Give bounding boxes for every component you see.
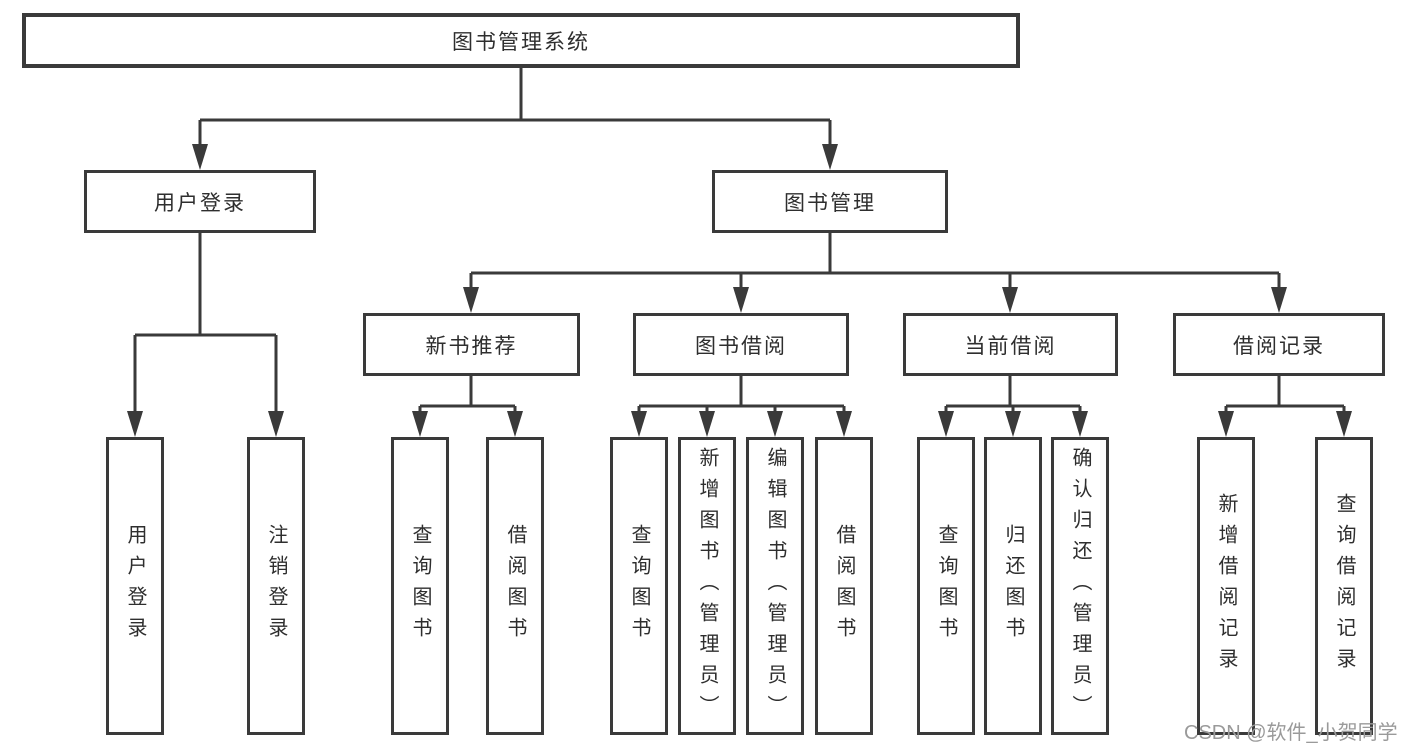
- arrowheads: [127, 144, 1352, 437]
- csdn-watermark: CSDN @软件_小贺同学: [1184, 722, 1398, 744]
- connector-paths: [133, 68, 1346, 419]
- node-user-login: 用户登录: [84, 170, 316, 233]
- leaf-edit-books-admin: 编辑图书（管理员）: [746, 437, 804, 735]
- leaf-borrow-books-recommend: 借阅图书: [486, 437, 544, 735]
- leaf-borrow-books: 借阅图书: [815, 437, 873, 735]
- node-library-management-system: 图书管理系统: [22, 13, 1020, 68]
- leaf-add-books-admin: 新增图书（管理员）: [678, 437, 736, 735]
- node-borrowing-records: 借阅记录: [1173, 313, 1385, 376]
- leaf-query-books-borrow: 查询图书: [610, 437, 668, 735]
- node-new-book-recommendation: 新书推荐: [363, 313, 580, 376]
- leaf-query-books-current: 查询图书: [917, 437, 975, 735]
- leaf-logout: 注销登录: [247, 437, 305, 735]
- node-current-borrowing: 当前借阅: [903, 313, 1118, 376]
- leaf-query-borrow-record: 查询借阅记录: [1315, 437, 1373, 735]
- leaf-user-login: 用户登录: [106, 437, 164, 735]
- leaf-return-books: 归还图书: [984, 437, 1042, 735]
- leaf-add-borrow-record: 新增借阅记录: [1197, 437, 1255, 735]
- node-book-borrowing: 图书借阅: [633, 313, 849, 376]
- leaf-query-books-recommend: 查询图书: [391, 437, 449, 735]
- node-book-management: 图书管理: [712, 170, 948, 233]
- leaf-confirm-return-admin: 确认归还（管理员）: [1051, 437, 1109, 735]
